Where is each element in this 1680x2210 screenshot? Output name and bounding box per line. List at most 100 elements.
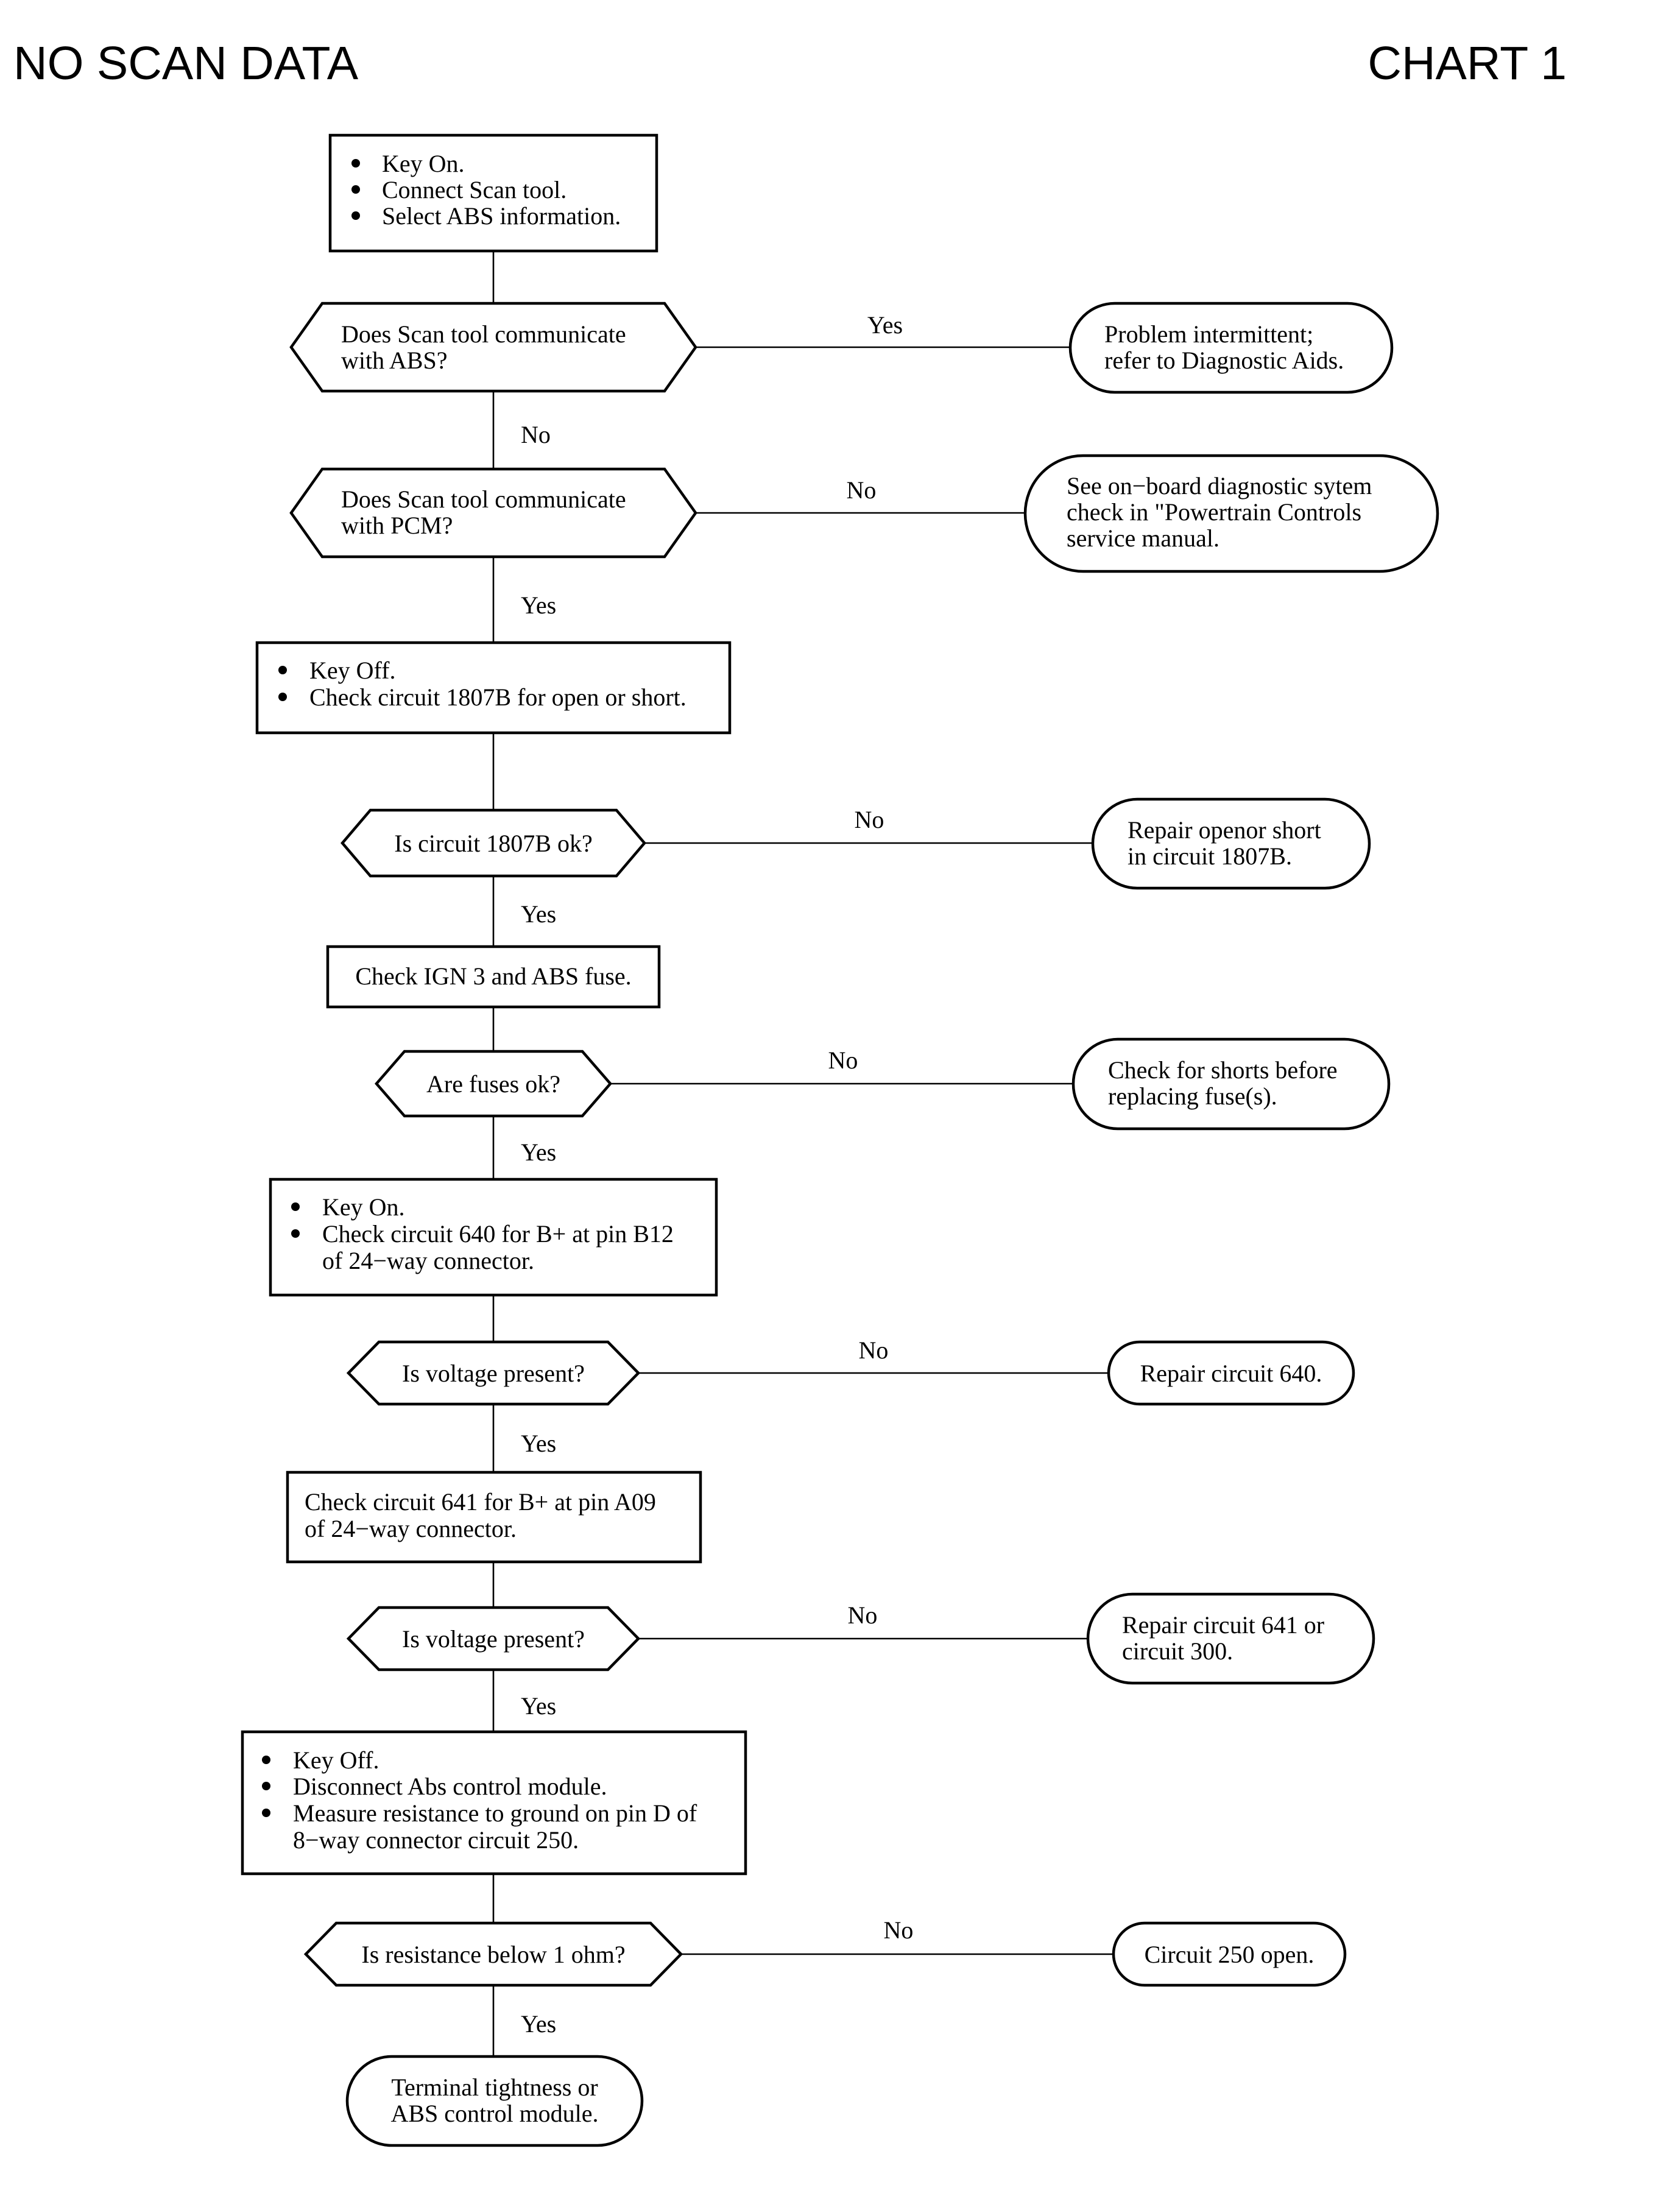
action-line: of 24−way connector. xyxy=(322,1247,534,1274)
edge-label-d2-no: No xyxy=(847,476,877,504)
decision-line: Is resistance below 1 ohm? xyxy=(361,1941,625,1968)
terminal-7-frame xyxy=(1112,1921,1347,1987)
edge-label-d6-no: No xyxy=(848,1601,878,1629)
action-box-1: Key On. Connect Scan tool. Select ABS in… xyxy=(328,133,658,253)
terminal-6: Repair circuit 641 or circuit 300. xyxy=(1086,1592,1375,1685)
edge-label-d3-no: No xyxy=(855,806,884,833)
decision-5-frame xyxy=(346,1340,641,1406)
terminal-2: See on−board diagnostic sytem check in "… xyxy=(1023,454,1439,573)
decision-line: Is voltage present? xyxy=(402,1360,585,1387)
terminal-line: Circuit 250 open. xyxy=(1145,1941,1315,1968)
decision-line: Does Scan tool communicate xyxy=(341,320,626,348)
action-line: Select ABS information. xyxy=(382,202,621,230)
edge-labels: Yes No No Yes No Yes No Yes No Yes No Ye… xyxy=(521,311,913,2038)
action-line: Check IGN 3 and ABS fuse. xyxy=(355,962,631,990)
action-box-2-frame xyxy=(255,641,732,735)
bullet-icon xyxy=(351,211,360,220)
edge-label-d2-yes: Yes xyxy=(521,591,556,619)
decision-6-frame xyxy=(346,1606,641,1672)
terminal-line: check in "Powertrain Controls xyxy=(1067,498,1361,526)
action-line: 8−way connector circuit 250. xyxy=(293,1826,579,1854)
terminal-line: service manual. xyxy=(1067,524,1219,552)
bullet-icon xyxy=(291,1202,300,1211)
chart-title: NO SCAN DATA xyxy=(13,37,359,90)
decision-line: Does Scan tool communicate xyxy=(341,485,626,513)
edge-label-d1-yes: Yes xyxy=(867,311,903,339)
terminal-line: Repair openor short xyxy=(1128,816,1321,844)
terminal-line: Problem intermittent; xyxy=(1104,320,1313,348)
decision-4-frame xyxy=(375,1050,612,1118)
decision-2: Does Scan tool communicate with PCM? xyxy=(289,467,697,559)
terminal-8-frame xyxy=(345,2055,644,2147)
terminal-5-frame xyxy=(1107,1340,1355,1406)
terminal-line: Repair circuit 640. xyxy=(1140,1360,1322,1387)
action-box-3-frame xyxy=(326,945,661,1009)
decision-line: with ABS? xyxy=(341,347,447,374)
decision-line: Is voltage present? xyxy=(402,1625,585,1653)
terminal-6-frame xyxy=(1086,1592,1375,1685)
action-box-3: Check IGN 3 and ABS fuse. xyxy=(326,945,661,1009)
action-box-2: Key Off. Check circuit 1807B for open or… xyxy=(255,641,732,735)
terminal-4: Check for shorts before replacing fuse(s… xyxy=(1071,1037,1391,1131)
terminal-line: ABS control module. xyxy=(390,2100,598,2127)
terminal-4-frame xyxy=(1071,1037,1391,1131)
decision-6: Is voltage present? xyxy=(346,1606,641,1672)
action-box-1-frame xyxy=(328,133,658,253)
action-line: Key On. xyxy=(322,1193,405,1221)
edge-label-d5-no: No xyxy=(859,1336,889,1364)
bullet-icon xyxy=(262,1782,270,1790)
action-line: Key Off. xyxy=(293,1746,379,1774)
bullet-icon xyxy=(278,693,287,701)
terminal-line: refer to Diagnostic Aids. xyxy=(1104,347,1344,374)
action-line: Connect Scan tool. xyxy=(382,176,566,203)
terminal-3-frame xyxy=(1091,797,1371,890)
decision-7: Is resistance below 1 ohm? xyxy=(303,1921,683,1987)
decision-1: Does Scan tool communicate with ABS? xyxy=(289,302,697,393)
action-box-4-frame xyxy=(269,1177,718,1297)
action-box-6: Key Off. Disconnect Abs control module. … xyxy=(241,1730,747,1876)
terminal-line: circuit 300. xyxy=(1122,1637,1233,1665)
decision-5: Is voltage present? xyxy=(346,1340,641,1406)
decision-3: Is circuit 1807B ok? xyxy=(341,808,646,878)
edge-label-d3-yes: Yes xyxy=(521,900,556,928)
terminal-line: See on−board diagnostic sytem xyxy=(1067,472,1372,500)
edge-label-d7-yes: Yes xyxy=(521,2010,556,2038)
action-line: Disconnect Abs control module. xyxy=(293,1773,607,1800)
terminal-line: Terminal tightness or xyxy=(391,2074,598,2101)
chart-number: CHART 1 xyxy=(1368,37,1567,90)
terminal-1: Problem intermittent; refer to Diagnosti… xyxy=(1068,302,1394,394)
decision-2-frame xyxy=(289,467,697,559)
edge-label-d4-yes: Yes xyxy=(521,1139,556,1166)
decision-line: Are fuses ok? xyxy=(426,1070,560,1098)
bullet-icon xyxy=(351,185,360,194)
bullet-icon xyxy=(262,1756,270,1764)
terminal-line: Check for shorts before xyxy=(1108,1056,1338,1084)
action-line: Key On. xyxy=(382,150,465,177)
edge-label-d7-no: No xyxy=(884,1916,914,1944)
terminal-1-frame xyxy=(1068,302,1394,394)
bullet-icon xyxy=(291,1229,300,1238)
action-line: Check circuit 1807B for open or short. xyxy=(309,683,686,711)
terminal-line: Repair circuit 641 or xyxy=(1122,1611,1324,1639)
action-line: of 24−way connector. xyxy=(305,1515,517,1542)
action-box-5: Check circuit 641 for B+ at pin A09 of 2… xyxy=(286,1470,702,1564)
edge-label-d4-no: No xyxy=(828,1047,858,1074)
action-box-4: Key On. Check circuit 640 for B+ at pin … xyxy=(269,1177,718,1297)
terminal-line: in circuit 1807B. xyxy=(1128,842,1292,870)
decision-line: Is circuit 1807B ok? xyxy=(394,830,593,857)
terminal-5: Repair circuit 640. xyxy=(1107,1340,1355,1406)
action-box-5-frame xyxy=(286,1470,702,1564)
bullet-icon xyxy=(262,1809,270,1817)
decision-7-frame xyxy=(303,1921,683,1987)
terminal-3: Repair openor short in circuit 1807B. xyxy=(1091,797,1371,890)
action-line: Check circuit 640 for B+ at pin B12 xyxy=(322,1220,674,1248)
terminal-line: replacing fuse(s). xyxy=(1108,1082,1277,1110)
decision-1-frame xyxy=(289,302,697,393)
action-line: Check circuit 641 for B+ at pin A09 xyxy=(305,1488,656,1516)
edge-label-d1-no: No xyxy=(521,421,551,448)
action-line: Key Off. xyxy=(309,657,395,684)
action-box-6-frame xyxy=(241,1730,747,1876)
terminal-7: Circuit 250 open. xyxy=(1112,1921,1347,1987)
bullet-icon xyxy=(351,159,360,168)
